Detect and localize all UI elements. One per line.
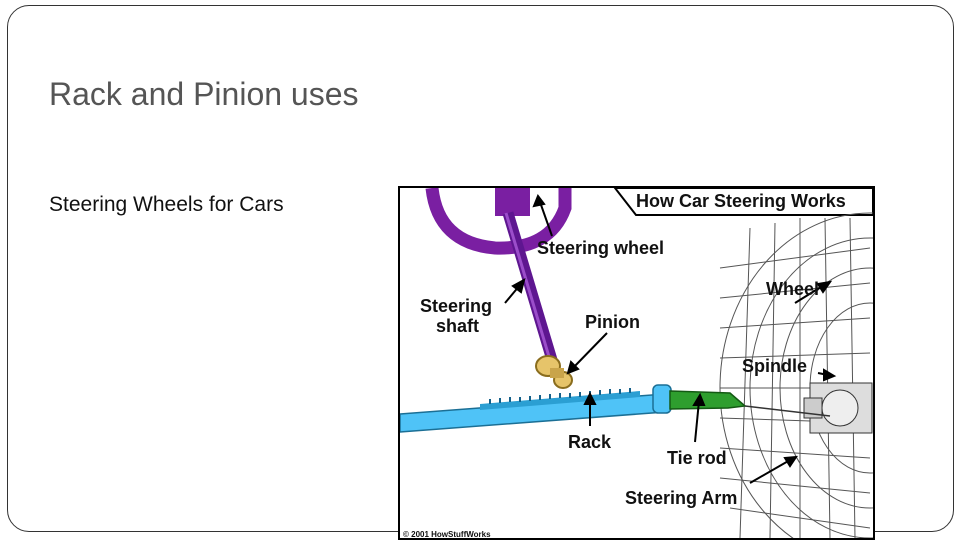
- slide-bullet: Steering Wheels for Cars: [49, 193, 284, 216]
- label-wheel: Wheel: [766, 279, 819, 299]
- spindle-hub: [803, 382, 873, 434]
- diagram-header: How Car Steering Works: [613, 188, 873, 216]
- tie-rod-graphic: [669, 390, 831, 417]
- rack-graphic: [400, 384, 672, 433]
- steering-wheel-graphic: [425, 188, 572, 255]
- copyright-text: © 2001 HowStuffWorks: [403, 530, 491, 538]
- steering-shaft-graphic: [502, 211, 558, 362]
- label-tie-rod: Tie rod: [667, 448, 727, 468]
- label-arrows: [504, 193, 837, 484]
- label-pinion: Pinion: [585, 312, 640, 332]
- diagram-header-text: How Car Steering Works: [636, 191, 846, 211]
- diagram-labels: Steering wheel Steering shaft Pinion Whe…: [403, 238, 819, 538]
- label-steering-arm: Steering Arm: [625, 488, 737, 508]
- label-steering-shaft-1: Steering: [420, 296, 492, 316]
- pinion-graphic: [535, 355, 573, 389]
- label-rack: Rack: [568, 432, 612, 452]
- label-steering-shaft-2: shaft: [436, 316, 479, 336]
- steering-diagram: How Car Steering Works: [398, 186, 875, 540]
- label-spindle: Spindle: [742, 356, 807, 376]
- slide-title: Rack and Pinion uses: [49, 76, 359, 112]
- label-steering-wheel: Steering wheel: [537, 238, 664, 258]
